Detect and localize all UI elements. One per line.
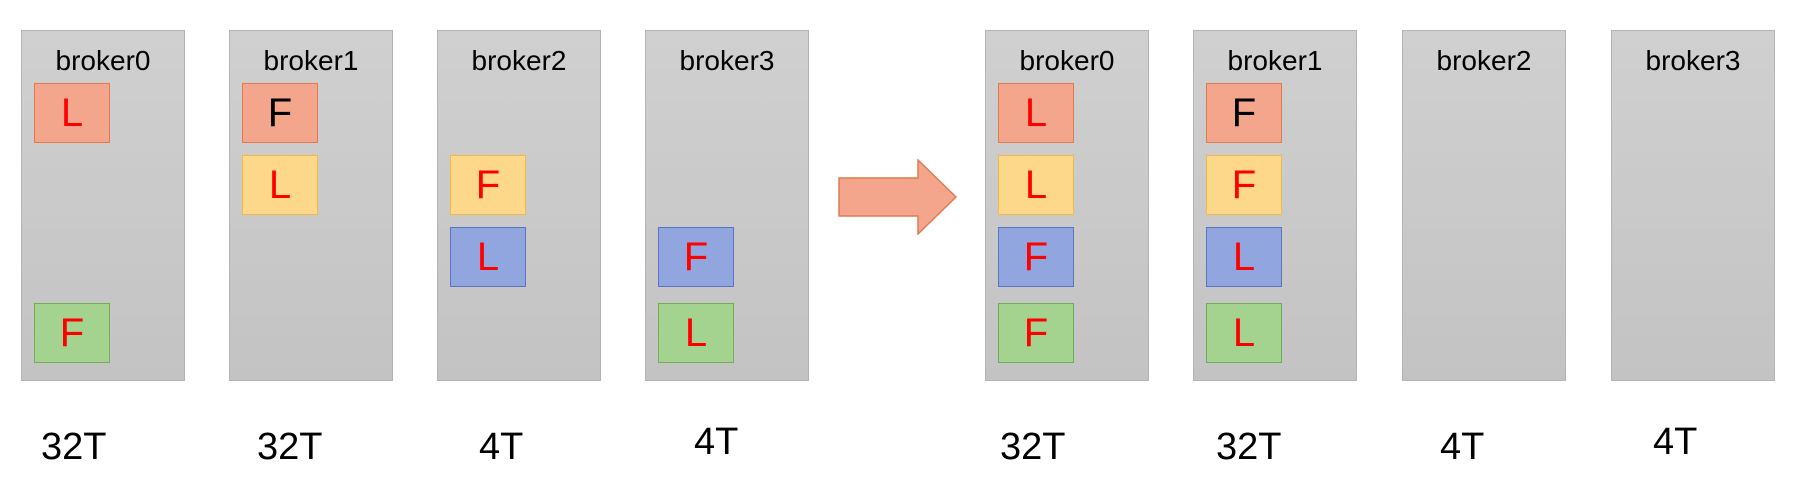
replica-leader-orange: L [34, 83, 110, 143]
replica-follower-blue: F [658, 227, 734, 287]
broker-name-label: broker0 [1019, 45, 1115, 76]
replica-follower-blue: F [998, 227, 1074, 287]
after-broker1-capacity: 32T [1216, 426, 1282, 468]
after-broker0-capacity: 32T [1000, 426, 1066, 468]
replica-leader-yellow: L [242, 155, 318, 215]
before-broker1-capacity: 32T [257, 426, 323, 468]
before-broker2-capacity: 4T [479, 426, 524, 468]
replica-leader-green: L [1206, 303, 1282, 363]
broker-name-label: broker3 [679, 45, 775, 76]
replica-follower-yellow: F [450, 155, 526, 215]
broker-name-label: broker0 [55, 45, 151, 76]
after-broker3-box: broker3 [1611, 30, 1775, 381]
replica-follower-green: F [998, 303, 1074, 363]
replica-leader-yellow: L [998, 155, 1074, 215]
replica-leader-blue: L [450, 227, 526, 287]
before-broker0-capacity: 32T [41, 426, 107, 468]
replica-follower-orange: F [242, 83, 318, 143]
migration-arrow-icon [838, 159, 958, 235]
replica-leader-green: L [658, 303, 734, 363]
broker-name-label: broker1 [263, 45, 359, 76]
broker-name-label: broker2 [471, 45, 567, 76]
broker-name-label: broker2 [1436, 45, 1532, 76]
after-broker2-box: broker2 [1402, 30, 1566, 381]
replica-follower-yellow: F [1206, 155, 1282, 215]
replica-leader-blue: L [1206, 227, 1282, 287]
after-broker2-capacity: 4T [1440, 426, 1485, 468]
replica-leader-orange: L [998, 83, 1074, 143]
after-broker3-capacity: 4T [1653, 421, 1698, 463]
broker-name-label: broker1 [1227, 45, 1323, 76]
replica-follower-orange: F [1206, 83, 1282, 143]
before-broker3-capacity: 4T [694, 421, 739, 463]
broker-name-label: broker3 [1645, 45, 1741, 76]
replica-follower-green: F [34, 303, 110, 363]
migration-arrow-shape [838, 159, 958, 235]
